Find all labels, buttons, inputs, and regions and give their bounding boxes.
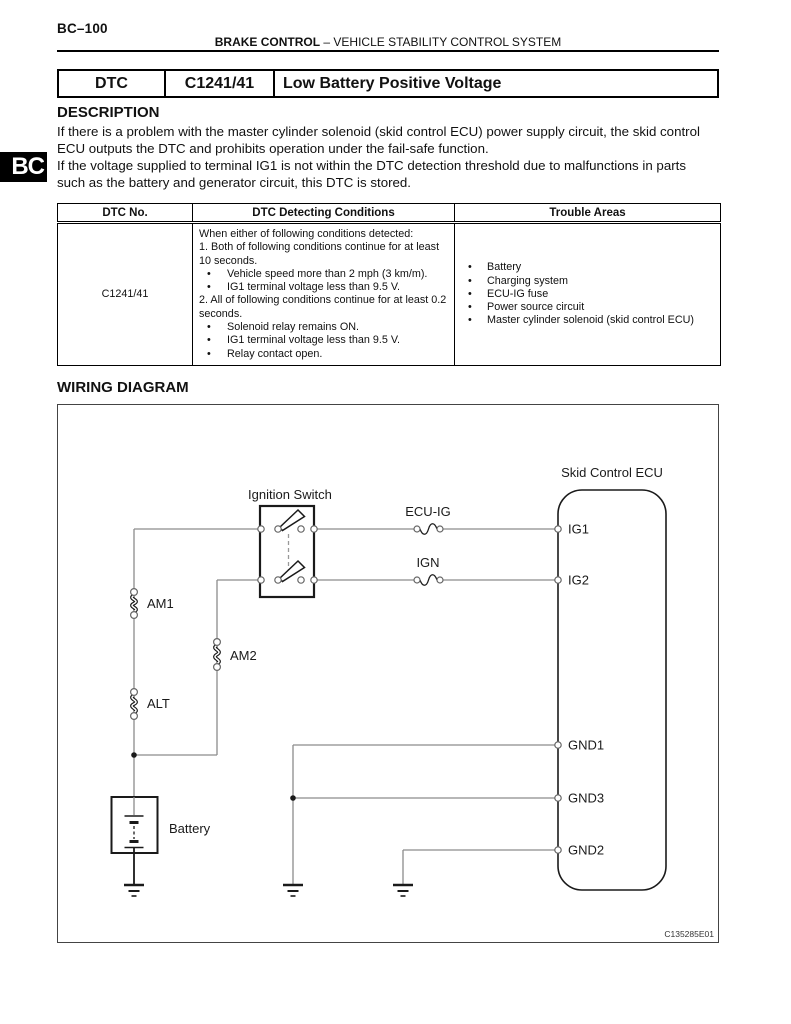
fusible-link-label-alt: ALT — [147, 696, 170, 711]
trouble-area-item: Charging system — [461, 275, 714, 289]
ground-icon — [393, 883, 413, 897]
battery-icon — [110, 796, 159, 854]
terminal-label-gnd2: GND2 — [568, 843, 604, 858]
switch-contact-circles — [257, 525, 318, 584]
wires — [133, 528, 558, 885]
ignition-switch-label: Ignition Switch — [248, 487, 332, 502]
cell-trouble-areas: Battery Charging system ECU-IG fuse Powe… — [454, 222, 721, 366]
wiring-diagram-heading: WIRING DIAGRAM — [57, 379, 189, 396]
table-header-row: DTC No. DTC Detecting Conditions Trouble… — [57, 203, 721, 224]
ground-icon — [124, 883, 144, 897]
description-paragraph: If the voltage supplied to terminal IG1 … — [57, 158, 686, 190]
dtc-banner: DTC C1241/41 Low Battery Positive Voltag… — [57, 69, 719, 98]
fusible-link-am1-icon — [129, 588, 138, 620]
trouble-area-item: Battery — [461, 261, 714, 275]
description-paragraph: If there is a problem with the master cy… — [57, 124, 700, 156]
running-header: BRAKE CONTROL – VEHICLE STABILITY CONTRO… — [57, 35, 719, 49]
running-header-system: – VEHICLE STABILITY CONTROL SYSTEM — [323, 35, 562, 49]
fusible-link-label-am2: AM2 — [230, 648, 257, 663]
ecu-terminal-circles — [554, 525, 562, 854]
fuse-ign-icon — [413, 574, 444, 586]
table-row: C1241/41 When either of following condit… — [57, 222, 721, 366]
fuse-label-ign: IGN — [416, 555, 439, 570]
section-tab: BC — [0, 152, 47, 182]
fusible-link-label-am1: AM1 — [147, 596, 174, 611]
wiring-diagram-canvas: Skid Control ECU IG1 IG2 GND1 GND3 GND2 … — [110, 465, 714, 939]
junction-dot — [290, 795, 296, 801]
fuse-label-ecu-ig: ECU-IG — [405, 504, 451, 519]
condition-item: Vehicle speed more than 2 mph (3 km/m). — [199, 268, 448, 282]
section-tab-label: BC — [11, 153, 45, 180]
fusible-link-am2-icon — [213, 638, 222, 672]
dtc-conditions-table: DTC No. DTC Detecting Conditions Trouble… — [57, 203, 721, 366]
terminal-label-ig2: IG2 — [568, 573, 589, 588]
conditions-intro: When either of following conditions dete… — [199, 228, 414, 240]
condition-item: Relay contact open. — [199, 348, 448, 362]
running-header-section: BRAKE CONTROL — [214, 35, 321, 49]
trouble-area-item: ECU-IG fuse — [461, 288, 714, 302]
page-number: BC–100 — [57, 21, 108, 36]
figure-code: C135285E01 — [664, 929, 714, 939]
terminal-label-gnd3: GND3 — [568, 791, 604, 806]
cell-detecting-conditions: When either of following conditions dete… — [192, 222, 455, 366]
dtc-banner-title: Low Battery Positive Voltage — [283, 74, 502, 92]
condition-group-label: 2. All of following conditions continue … — [199, 294, 447, 320]
dtc-banner-code: C1241/41 — [166, 71, 275, 96]
header-rule — [57, 50, 719, 52]
fusible-link-alt-icon — [129, 688, 138, 721]
ground-icon — [283, 883, 303, 897]
wiring-diagram: Skid Control ECU IG1 IG2 GND1 GND3 GND2 … — [57, 404, 719, 943]
cell-dtc-no: C1241/41 — [57, 222, 193, 366]
trouble-area-item: Master cylinder solenoid (skid control E… — [461, 314, 714, 328]
description-heading: DESCRIPTION — [57, 104, 160, 121]
skid-control-ecu-label: Skid Control ECU — [561, 465, 663, 480]
junction-dot — [131, 752, 137, 758]
terminal-label-gnd1: GND1 — [568, 738, 604, 753]
col-header-trouble-areas: Trouble Areas — [454, 203, 721, 224]
col-header-dtc-no: DTC No. — [57, 203, 193, 224]
condition-group-label: 1. Both of following conditions continue… — [199, 241, 440, 267]
description-body: If there is a problem with the master cy… — [57, 123, 717, 191]
condition-item: IG1 terminal voltage less than 9.5 V. — [199, 334, 448, 348]
trouble-area-item: Power source circuit — [461, 301, 714, 315]
col-header-detecting-conditions: DTC Detecting Conditions — [192, 203, 455, 224]
dtc-banner-label: DTC — [59, 71, 166, 96]
condition-item: IG1 terminal voltage less than 9.5 V. — [199, 281, 448, 295]
terminal-label-ig1: IG1 — [568, 522, 589, 537]
fuse-ecu-ig-icon — [413, 523, 444, 535]
skid-control-ecu-box — [557, 489, 667, 891]
condition-item: Solenoid relay remains ON. — [199, 321, 448, 335]
battery-label: Battery — [169, 821, 211, 836]
